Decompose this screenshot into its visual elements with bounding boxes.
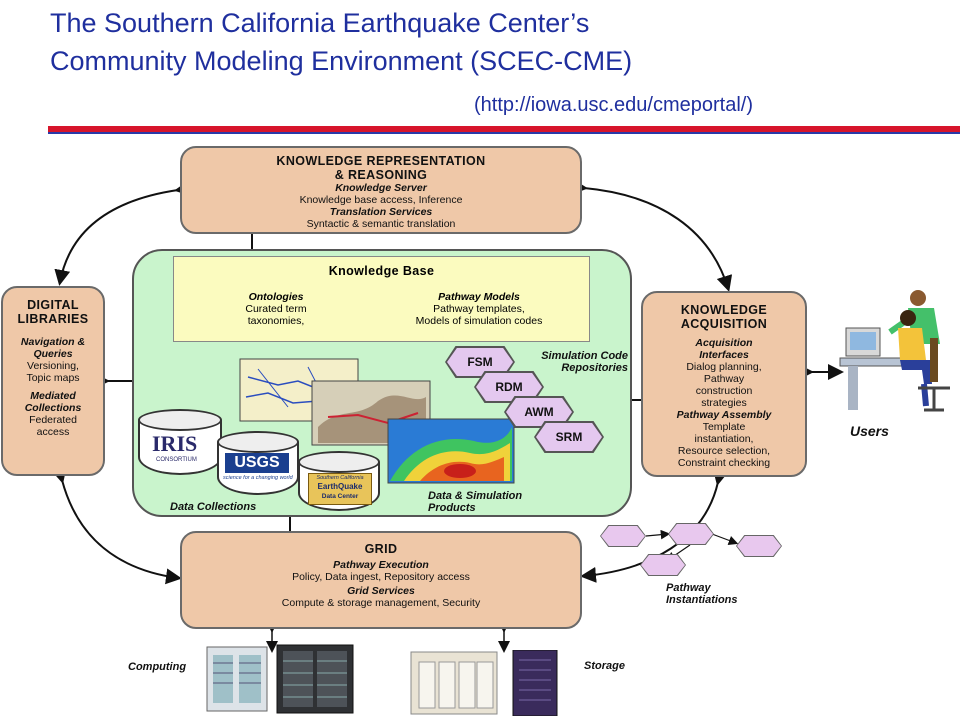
ka-txt-2c: Resource selection, [677, 445, 771, 457]
computing-label: Computing [128, 661, 187, 673]
dl-sub-2b: Collections [24, 402, 82, 414]
kb-header: Knowledge Base [328, 264, 435, 278]
grid-sub-2: Grid Services [347, 585, 415, 597]
computing-hardware [206, 644, 354, 714]
pathway-instantiations-label: Pathway Instantiations [666, 582, 738, 606]
usgs-logo: USGS [225, 453, 289, 473]
pathway-hex-3[interactable] [737, 536, 781, 556]
title-line-2: Community Modeling Environment (SCEC-CME… [50, 46, 633, 76]
krr-sub-2: Translation Services [329, 206, 433, 218]
sim-repo-label-2: Repositories [561, 362, 628, 374]
ka-sub-2: Pathway Assembly [676, 409, 772, 421]
sim-repo-label-1: Simulation Code [541, 350, 628, 362]
pathway-hex-4[interactable] [641, 555, 685, 575]
dl-txt-1b: Topic maps [26, 372, 80, 384]
dl-sub-1a: Navigation & [20, 336, 86, 348]
dl-sub-2a: Mediated [30, 390, 76, 402]
ka-sub-1a: Acquisition [695, 337, 753, 349]
kb-pm-l1: Pathway templates, [433, 303, 525, 315]
grid-txt-2: Compute & storage management, Security [281, 597, 481, 609]
kb-ontologies: Ontologies Curated term taxonomies, [196, 291, 356, 327]
title-rule-red [48, 126, 960, 132]
krr-header-2: & REASONING [334, 168, 428, 182]
krr-txt-2: Syntactic & semantic translation [306, 218, 456, 230]
grid-box[interactable]: GRID Pathway Execution Policy, Data inge… [180, 531, 582, 629]
kb-pm-l2: Models of simulation codes [415, 315, 543, 327]
products-label-2: Products [428, 502, 476, 514]
dl-header-2: LIBRARIES [17, 312, 89, 326]
kb-ont-l2: taxonomies, [247, 315, 305, 327]
ka-txt-2d: Constraint checking [677, 457, 771, 469]
simulation-product-maps [239, 358, 515, 484]
usgs-cylinder-top [217, 431, 299, 453]
dl-txt-2b: access [36, 426, 70, 438]
portal-url[interactable]: (http://iowa.usc.edu/cmeportal/) [474, 94, 754, 116]
storage-label: Storage [584, 660, 625, 672]
grid-sub-1: Pathway Execution [333, 559, 429, 571]
dl-txt-2a: Federated [29, 414, 77, 426]
sim-repo-label: Simulation Code Repositories [522, 350, 628, 374]
kb-pm-title: Pathway Models [438, 291, 520, 303]
ka-txt-1d: strategies [701, 397, 747, 409]
ka-txt-1c: construction [695, 385, 753, 397]
ka-txt-1b: Pathway [703, 373, 745, 385]
krr-sub-1: Knowledge Server [335, 182, 427, 194]
dl-header-1: DIGITAL [27, 298, 79, 312]
pathway-label-2: Instantiations [666, 594, 738, 606]
knowledge-acquisition-box[interactable]: KNOWLEDGE ACQUISITION Acquisition Interf… [641, 291, 807, 477]
dl-txt-1a: Versioning, [27, 360, 79, 372]
products-label-1: Data & Simulation [428, 490, 523, 502]
knowledge-base-box[interactable]: Knowledge Base Ontologies Curated term t… [173, 256, 590, 342]
code-srm[interactable]: SRM [536, 423, 602, 451]
iris-logo-sub: CONSORTIUM [156, 457, 197, 463]
digital-libraries-box[interactable]: DIGITAL LIBRARIES Navigation & Queries V… [1, 286, 105, 476]
krr-txt-1: Knowledge base access, Inference [299, 194, 463, 206]
scedc-logo-3: Data Center [321, 493, 359, 500]
users-label: Users [850, 423, 889, 439]
ka-sub-1b: Interfaces [699, 349, 749, 361]
ka-header-2: ACQUISITION [680, 317, 768, 331]
scedc-logo-2: EarthQuake [317, 482, 363, 491]
ka-header-1: KNOWLEDGE [680, 303, 768, 317]
users-illustration [839, 290, 950, 412]
iris-logo: IRIS [152, 431, 198, 456]
kb-ont-title: Ontologies [248, 291, 304, 303]
scedc-logo-1: Southern California [316, 475, 364, 481]
storage-hardware [410, 650, 558, 716]
iris-cylinder-top [138, 409, 222, 431]
usgs-logo-sub: science for a changing world [223, 475, 293, 481]
products-label: Data & Simulation Products [428, 490, 522, 514]
krr-header-1: KNOWLEDGE REPRESENTATION [276, 154, 486, 168]
grid-header: GRID [364, 542, 398, 556]
ka-txt-2a: Template [702, 421, 746, 433]
pathway-label-1: Pathway [666, 582, 711, 594]
dl-sub-1b: Queries [33, 348, 73, 360]
ka-txt-1a: Dialog planning, [686, 361, 762, 373]
scedc-logo: Southern California EarthQuake Data Cent… [308, 473, 372, 505]
usgs-database[interactable]: USGS science for a changing world [217, 431, 299, 495]
pathway-hex-1[interactable] [601, 526, 645, 546]
kb-pathway-models: Pathway Models Pathway templates, Models… [374, 291, 584, 327]
kb-ont-l1: Curated term [245, 303, 307, 315]
ka-txt-2b: instantiation, [694, 433, 754, 445]
pathway-hex-2[interactable] [669, 524, 713, 544]
krr-box[interactable]: KNOWLEDGE REPRESENTATION & REASONING Kno… [180, 146, 582, 234]
grid-txt-1: Policy, Data ingest, Repository access [292, 571, 470, 583]
title-line-1: The Southern California Earthquake Cente… [50, 8, 590, 38]
iris-database[interactable]: IRIS CONSORTIUM [138, 409, 222, 475]
title-rule-blue [48, 132, 960, 134]
data-collections-label: Data Collections [170, 501, 257, 513]
scedc-database[interactable]: Southern California EarthQuake Data Cent… [298, 451, 380, 511]
scedc-cylinder-top [298, 451, 380, 473]
